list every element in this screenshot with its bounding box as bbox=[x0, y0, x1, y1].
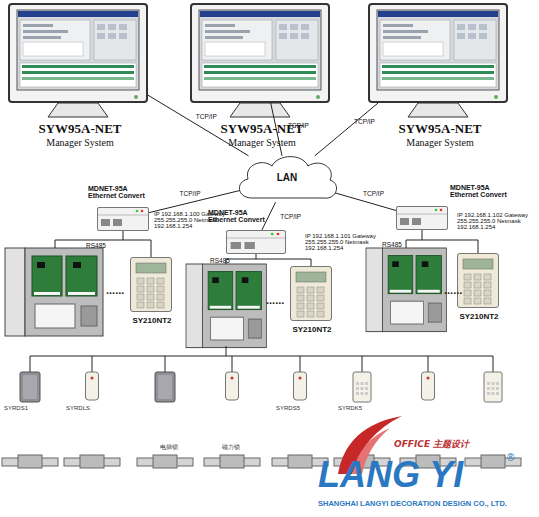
lock-illustration bbox=[64, 455, 120, 468]
keypad-illustration bbox=[290, 266, 332, 321]
node-text: Manager System bbox=[162, 137, 362, 148]
ethernet-converter: MDNET-95A Ethernet ConvertIP 192.168.1.1… bbox=[396, 206, 448, 230]
edge-label: TCP/IP bbox=[288, 122, 309, 129]
node-text: MDNET-95A Ethernet Convert bbox=[88, 185, 154, 199]
node-text: IP 192.168.1.101 Gateway 255.255.255.0 N… bbox=[305, 233, 379, 251]
lock-label: 电插锁 bbox=[160, 443, 178, 452]
reader-illustration bbox=[20, 372, 40, 402]
node-text: Manager System bbox=[340, 137, 539, 148]
keypad-illustration bbox=[457, 253, 499, 308]
node-text: SYW95A-NET bbox=[162, 121, 362, 137]
lock-illustration bbox=[204, 455, 260, 468]
ellipsis: ...... bbox=[106, 284, 124, 296]
converter-illustration bbox=[97, 207, 149, 231]
watermark: ® bbox=[507, 452, 514, 463]
keypad-illustration bbox=[130, 257, 172, 312]
lan-cloud: LAN bbox=[232, 150, 342, 208]
ethernet-converter: MDNET-95A Ethernet ConvertIP 192.168.1.1… bbox=[97, 207, 149, 231]
node-text: SY210NT2 bbox=[444, 312, 514, 321]
watermark: OFFICE 主题设计 bbox=[394, 438, 469, 451]
network-connector bbox=[315, 103, 378, 156]
lock-illustration bbox=[137, 455, 193, 468]
edge-label: TCP/IP bbox=[180, 190, 201, 197]
manager-monitor: SYW95A-NETManager System bbox=[8, 3, 148, 103]
node-text: SY210NT2 bbox=[277, 325, 347, 334]
watermark: LANG YI bbox=[318, 454, 463, 496]
keypad-controller: SY210NT2 bbox=[457, 253, 499, 308]
edge-label: RS485 bbox=[210, 257, 230, 264]
node-text: MDNET-95A Ethernet Convert bbox=[208, 209, 274, 223]
node-text: SYW95A-NET bbox=[0, 121, 180, 137]
converter-illustration bbox=[396, 206, 448, 230]
network-connector bbox=[256, 254, 311, 266]
edge-label: RS485 bbox=[86, 242, 106, 249]
cabinet-illustration bbox=[366, 248, 446, 332]
reader-illustration bbox=[294, 372, 307, 400]
reader-illustration bbox=[353, 372, 371, 402]
cabinet-illustration bbox=[186, 264, 266, 348]
reader-label: SYRDS5 bbox=[276, 405, 300, 411]
network-connector bbox=[123, 231, 151, 257]
reader-bus bbox=[30, 346, 493, 372]
reader-illustration bbox=[155, 372, 175, 402]
reader-label: SYRDK5 bbox=[338, 405, 362, 411]
ellipsis: ...... bbox=[266, 294, 284, 306]
edge-label: TCP/IP bbox=[363, 190, 384, 197]
reader-illustration bbox=[226, 372, 239, 400]
lock-illustration bbox=[2, 455, 58, 468]
node-text: Manager System bbox=[0, 137, 180, 148]
reader-illustration bbox=[484, 372, 502, 402]
network-connector bbox=[422, 230, 478, 253]
converter-illustration bbox=[226, 230, 286, 254]
edge-label: TCP/IP bbox=[280, 213, 301, 220]
reader-illustration bbox=[86, 372, 99, 400]
node-text: SY210NT2 bbox=[117, 316, 187, 325]
manager-monitor: SYW95A-NETManager System bbox=[190, 3, 330, 103]
reader-label: SYRDLS bbox=[66, 405, 90, 411]
cabinet-illustration bbox=[5, 248, 103, 336]
monitor-illustration bbox=[368, 3, 508, 117]
keypad-controller: SY210NT2 bbox=[290, 266, 332, 321]
keypad-controller: SY210NT2 bbox=[130, 257, 172, 312]
node-text: LAN bbox=[232, 172, 342, 183]
edge-label: RS485 bbox=[382, 241, 402, 248]
reader-label: SYRDS1 bbox=[4, 405, 28, 411]
node-text: MDNET-95A Ethernet Convert bbox=[450, 184, 516, 198]
edge-label: TCP/IP bbox=[196, 112, 217, 119]
reader-illustration bbox=[422, 372, 435, 400]
monitor-illustration bbox=[190, 3, 330, 117]
ethernet-converter: MDNET-95A Ethernet ConvertIP 192.168.1.1… bbox=[226, 230, 286, 254]
lock-label: 磁力锁 bbox=[222, 443, 240, 452]
manager-monitor: SYW95A-NETManager System bbox=[368, 3, 508, 103]
monitor-illustration bbox=[8, 3, 148, 117]
node-text: IP 192.168.1.102 Gateway 255.255.255.0 N… bbox=[457, 212, 531, 230]
edge-label: TCP/IP bbox=[354, 118, 375, 125]
ellipsis: ...... bbox=[444, 284, 462, 296]
watermark: SHANGHAI LANGYI DECORATION DESIGN CO., L… bbox=[318, 499, 507, 508]
